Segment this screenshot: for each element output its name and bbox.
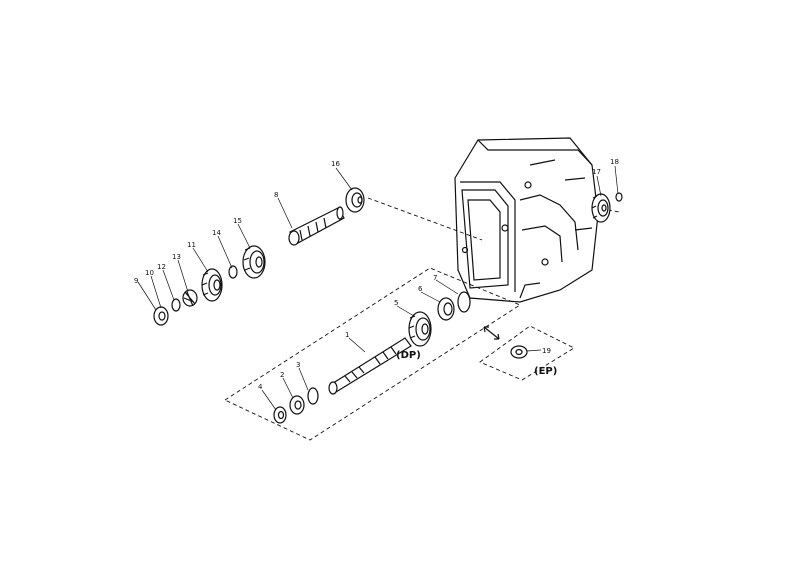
part-4-nut bbox=[273, 406, 287, 424]
label-13: 13 bbox=[172, 253, 181, 261]
label-8: 8 bbox=[274, 191, 278, 199]
label-10: 10 bbox=[145, 269, 154, 277]
label-16: 16 bbox=[331, 160, 340, 168]
label-4: 4 bbox=[258, 383, 263, 391]
label-3: 3 bbox=[296, 361, 300, 369]
part-18-circlip bbox=[615, 192, 623, 202]
part-7-ring bbox=[457, 291, 471, 313]
countershaft-assembly bbox=[153, 187, 621, 326]
part-1-mainshaft bbox=[328, 337, 412, 395]
transmission-housing bbox=[454, 137, 599, 303]
dp-group-box bbox=[224, 267, 521, 441]
label-19: 19 bbox=[542, 347, 551, 355]
part-17-gear bbox=[591, 193, 611, 223]
label-12: 12 bbox=[157, 263, 166, 271]
part-5-gear bbox=[408, 311, 432, 347]
label-9: 9 bbox=[134, 277, 138, 285]
label-6: 6 bbox=[418, 285, 423, 293]
part-12-spacer bbox=[171, 298, 181, 312]
label-11: 11 bbox=[187, 241, 196, 249]
label-1: 1 bbox=[345, 331, 349, 339]
part-8-countershaft bbox=[288, 206, 345, 246]
label-7: 7 bbox=[433, 274, 437, 282]
part-11-gear bbox=[201, 268, 223, 302]
part-labels: 16 8 15 14 11 13 12 10 9 17 18 1 5 6 7 3… bbox=[134, 158, 619, 391]
part-2-bearing bbox=[289, 395, 305, 415]
label-18: 18 bbox=[610, 158, 619, 166]
part-6-bearing bbox=[437, 297, 455, 321]
part-14-ring bbox=[228, 265, 238, 279]
label-2: 2 bbox=[280, 371, 284, 379]
part-15-gear bbox=[242, 245, 266, 279]
part-3-ring bbox=[307, 387, 319, 405]
dp-ep-link-arrow bbox=[483, 326, 500, 340]
part-13-roller-bearing bbox=[182, 289, 198, 307]
part-16-bearing bbox=[345, 187, 365, 213]
label-15: 15 bbox=[233, 217, 242, 225]
group-label-ep: (EP) bbox=[534, 366, 557, 377]
label-14: 14 bbox=[212, 229, 221, 237]
label-17: 17 bbox=[592, 168, 601, 176]
group-label-dp: (DP) bbox=[396, 350, 421, 361]
label-5: 5 bbox=[394, 299, 398, 307]
leader-lines bbox=[137, 165, 619, 411]
part-19-washer bbox=[510, 345, 528, 359]
